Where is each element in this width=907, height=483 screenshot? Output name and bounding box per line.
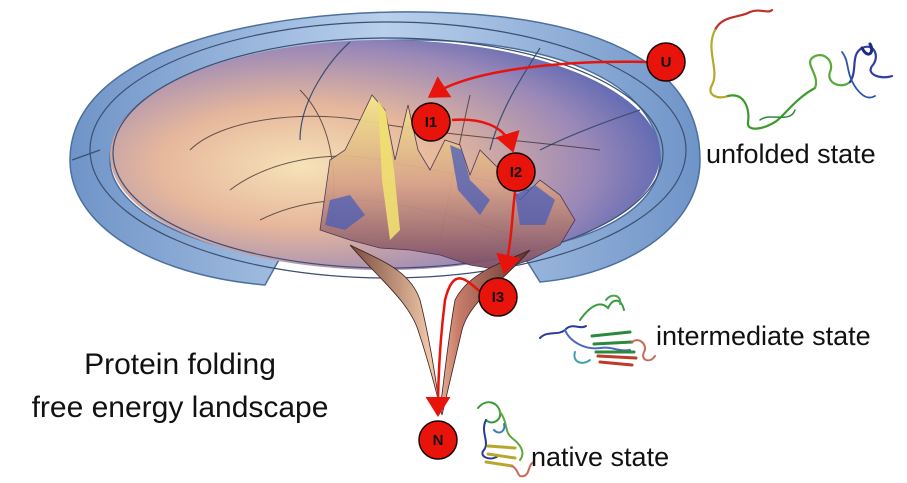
state-n-label: N xyxy=(433,432,444,449)
diagram-title-line-2: free energy landscape xyxy=(0,386,360,429)
state-n: N xyxy=(419,421,457,459)
state-u: U xyxy=(647,43,685,81)
state-i3: I3 xyxy=(479,278,517,316)
state-i2: I2 xyxy=(497,153,535,191)
state-u-label: U xyxy=(661,54,672,71)
intermediate-state-caption: intermediate state xyxy=(656,321,871,352)
state-i1: I1 xyxy=(412,103,450,141)
intermediate-protein-icon xyxy=(540,296,655,365)
state-i1-label: I1 xyxy=(425,114,438,131)
state-i2-label: I2 xyxy=(510,164,523,181)
diagram-title-line-1: Protein folding xyxy=(0,343,360,386)
funnel-stem xyxy=(350,245,530,415)
state-i3-label: I3 xyxy=(492,289,505,306)
unfolded-protein-icon xyxy=(710,10,892,129)
native-state-caption: native state xyxy=(531,442,669,473)
unfolded-state-caption: unfolded state xyxy=(706,139,876,170)
native-protein-icon xyxy=(478,402,534,476)
diagram-title: Protein folding free energy landscape xyxy=(0,343,360,429)
